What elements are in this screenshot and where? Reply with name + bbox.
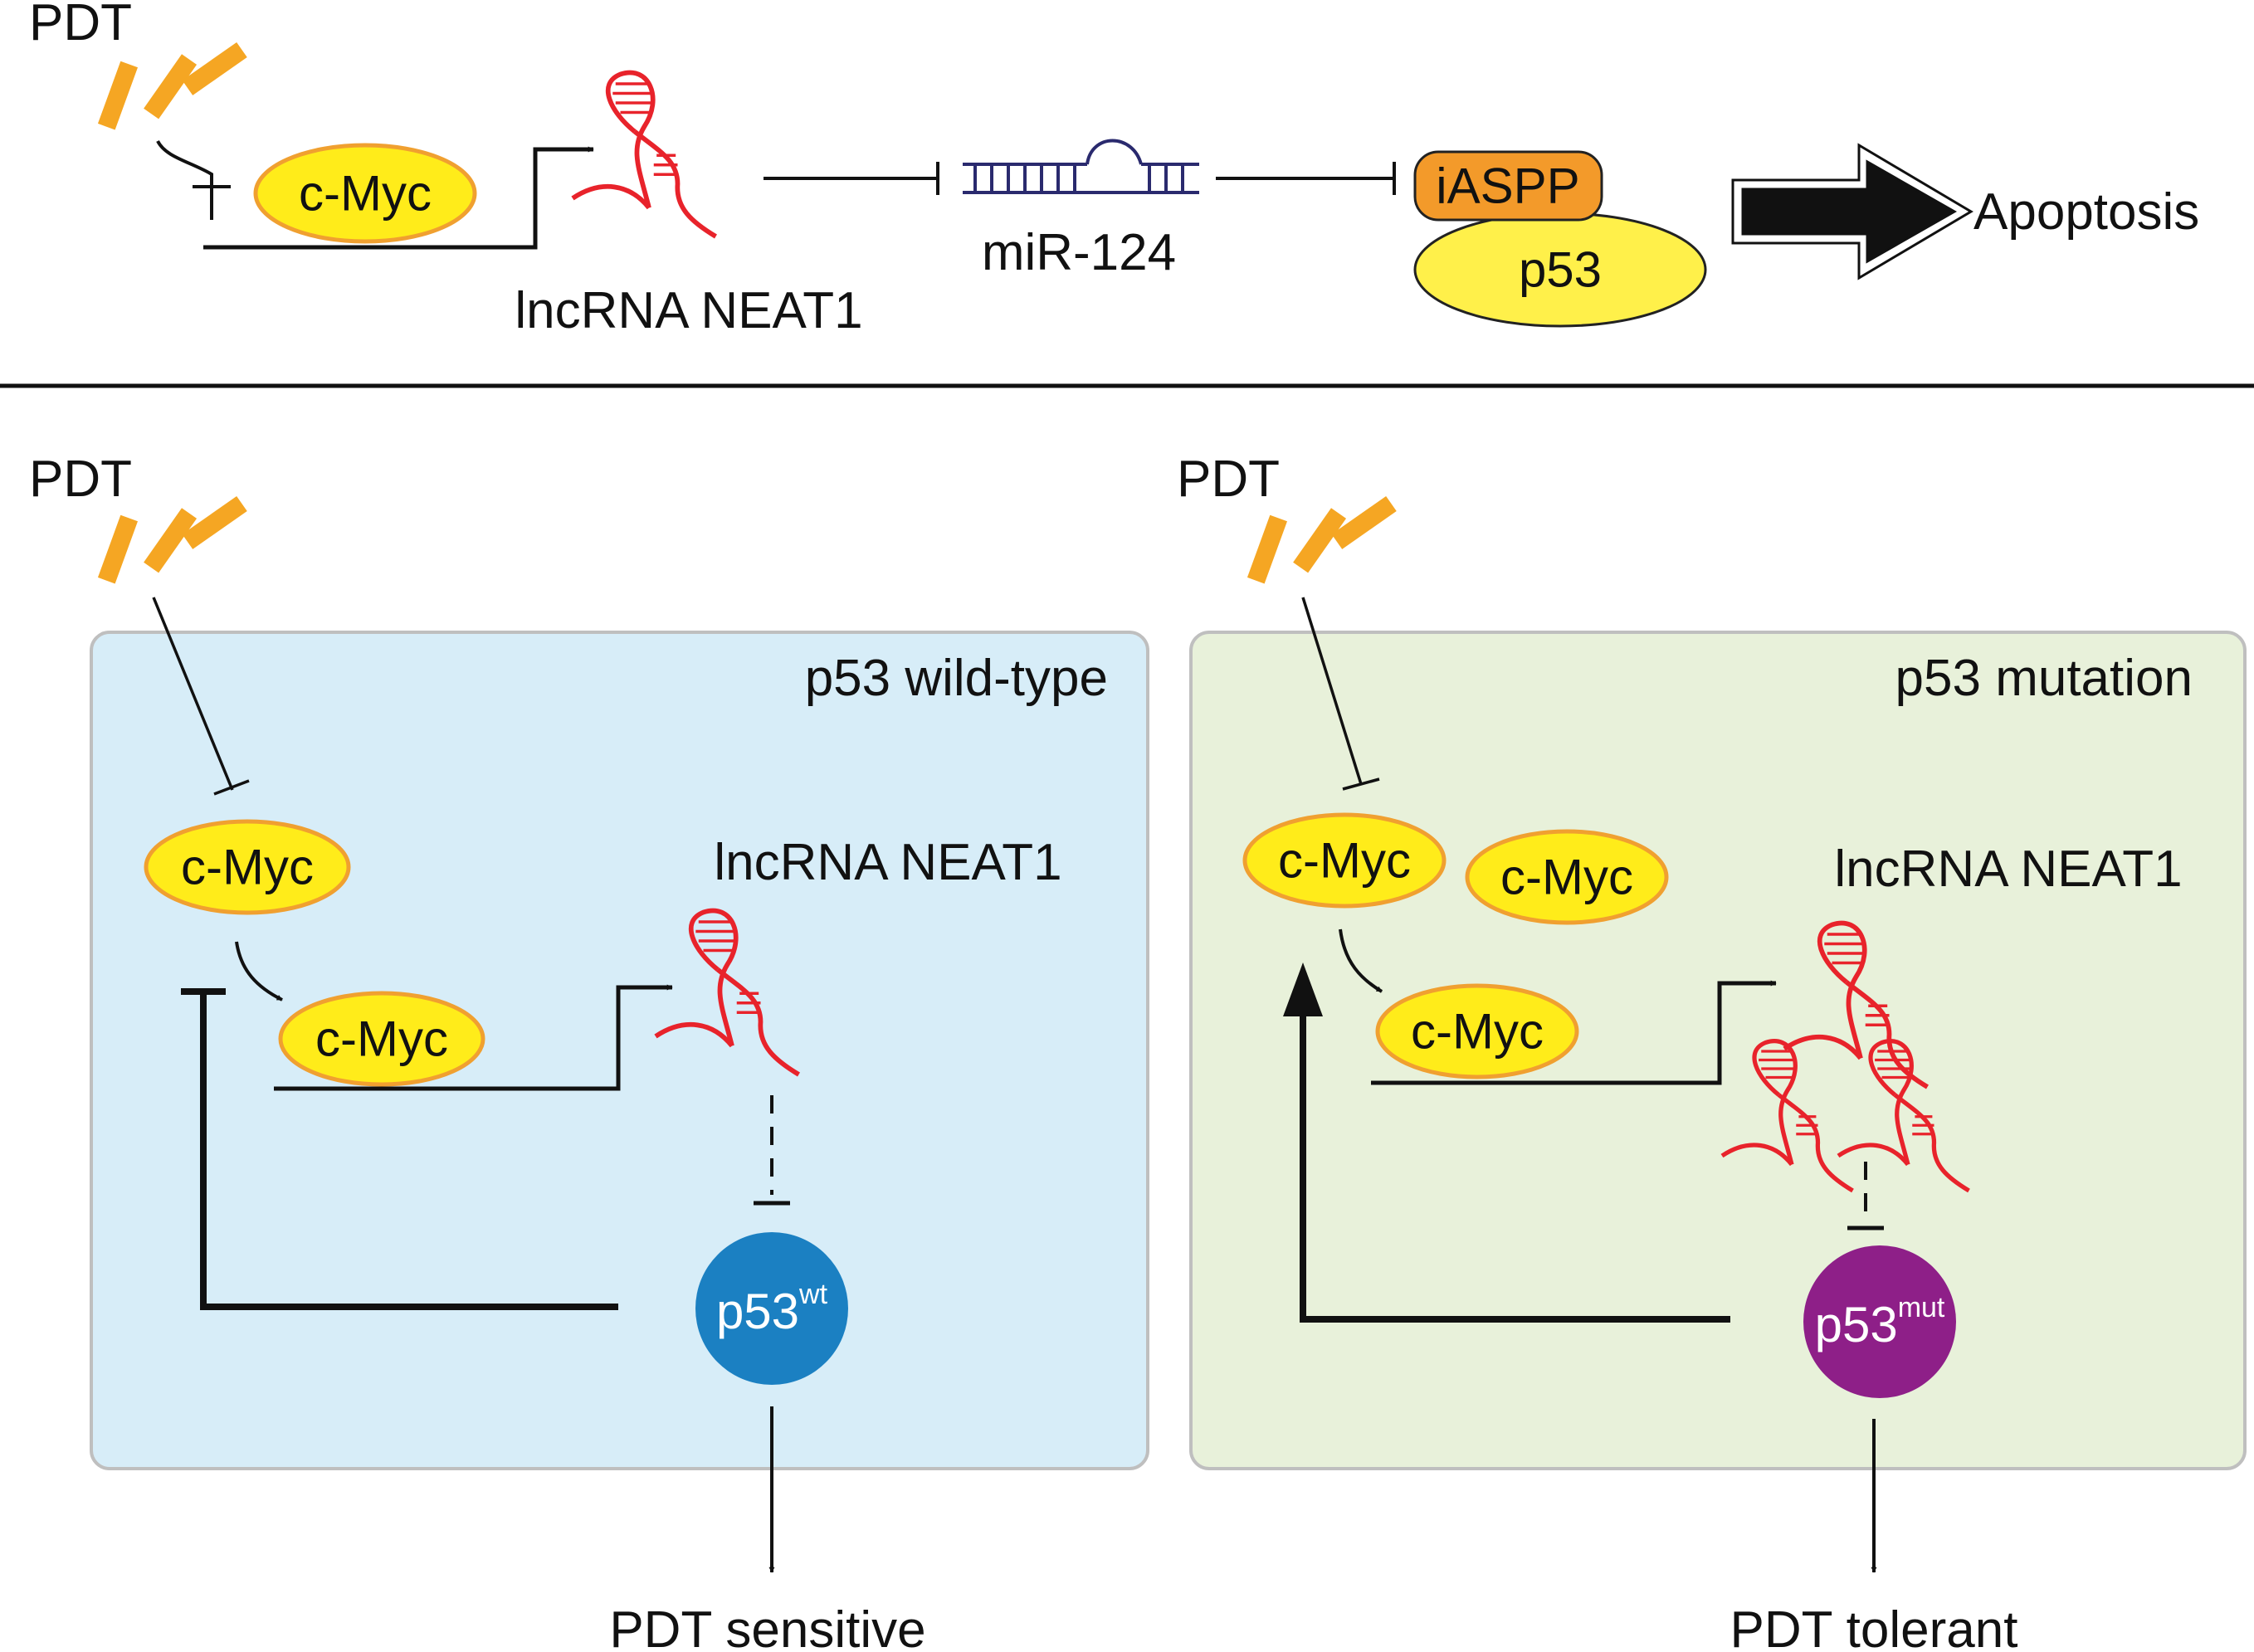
right-cmyc-label-2: c-Myc [1500, 850, 1633, 905]
left-pdt-inhibit-line [152, 597, 234, 791]
top-iaspp-box [1413, 150, 1603, 222]
right-p53mut-circle [1803, 1245, 1956, 1398]
top-apoptosis-label: Apoptosis [1973, 183, 2199, 241]
top-pdt-inhibit-line [156, 139, 213, 220]
top-cmyc-label: c-Myc [299, 166, 432, 222]
left-panel-title: p53 wild-type [805, 650, 1108, 707]
top-promoter-arrow [203, 146, 594, 250]
left-neat1-label: lncRNA NEAT1 [714, 834, 1061, 891]
right-cmyc-oval-1 [1242, 812, 1447, 909]
right-panel-title: p53 mutation [1895, 650, 2193, 707]
right-promoter-arrow [1371, 980, 1777, 1085]
top-mirna-duplex-icon [963, 139, 1199, 194]
top-block-arrow-outline [1731, 143, 1973, 280]
right-pdt-inhibit-bar [1342, 777, 1380, 791]
top-cmyc-oval [253, 143, 477, 244]
top-light-rays-icon [97, 41, 247, 130]
left-outcome-label: PDT sensitive [609, 1601, 925, 1652]
right-feedback-line [1300, 1008, 1730, 1323]
right-neat1-label: lncRNA NEAT1 [1834, 841, 2182, 898]
left-panel: PDT p53 wild-type c-Myc c-Myc lncRNA NEA… [29, 451, 1149, 1652]
right-p53mut-label: p53mut [1815, 1292, 1945, 1352]
left-pdt-label: PDT [29, 451, 132, 508]
right-feedback-arrowhead [1283, 962, 1323, 1016]
right-cmyc-label-1: c-Myc [1278, 833, 1411, 889]
top-block-arrow-icon [1741, 159, 1958, 264]
top-neat1-label: lncRNA NEAT1 [515, 282, 862, 339]
top-p53-label: p53 [1519, 242, 1602, 298]
right-cmyc-label-3: c-Myc [1411, 1004, 1544, 1060]
top-pathway: PDT c-Myc lncRNA NEAT1 miR-124 p53 iASPP [29, 0, 2199, 339]
top-pdt-label: PDT [29, 0, 132, 51]
right-pdt-inhibit-line [1301, 597, 1363, 785]
left-pdt-inhibit-bar [213, 779, 250, 796]
top-iaspp-label: iASPP [1436, 158, 1579, 214]
right-pdt-label: PDT [1177, 451, 1280, 508]
left-promoter-arrow [274, 984, 673, 1091]
top-rna-hairpin-icon [573, 72, 716, 236]
left-p53wt-label: p53wt [716, 1279, 828, 1339]
top-mir124-label: miR-124 [982, 224, 1176, 281]
left-cmyc-oval-1 [144, 819, 351, 915]
right-outcome-label: PDT tolerant [1730, 1601, 2018, 1652]
right-cmyc-binding-arrow [1339, 928, 1383, 993]
right-cmyc-oval-3 [1375, 983, 1579, 1079]
left-cmyc-binding-arrow [235, 941, 283, 1001]
left-cmyc-label-1: c-Myc [181, 840, 314, 895]
left-feedback-line [200, 992, 618, 1310]
right-panel: PDT p53 mutation c-Myc c-Myc c-Myc lncRN… [1177, 451, 2247, 1652]
left-p53wt-circle [695, 1232, 848, 1385]
right-cmyc-oval-2 [1465, 829, 1669, 925]
left-cmyc-label-2: c-Myc [315, 1011, 448, 1067]
left-cmyc-oval-2 [278, 991, 485, 1087]
right-light-rays-icon [1247, 495, 1397, 584]
left-light-rays-icon [97, 495, 247, 584]
